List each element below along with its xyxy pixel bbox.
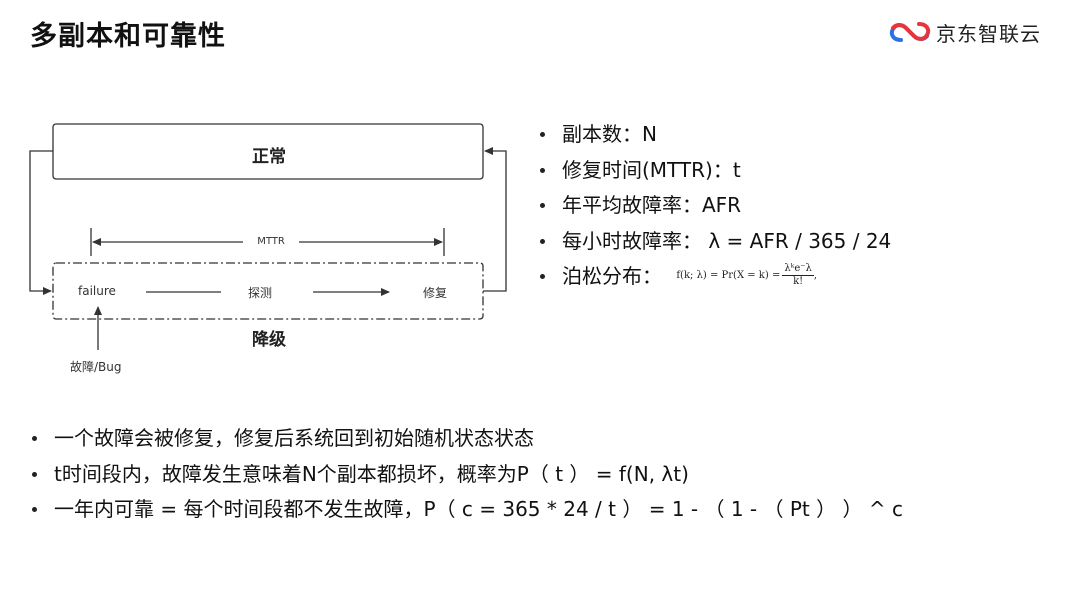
formula-trailing: , bbox=[813, 270, 818, 281]
bug-trigger-label: 故障/Bug bbox=[70, 360, 122, 374]
list-item: 年平均故障率：AFR bbox=[540, 188, 891, 224]
list-item-text: 泊松分布： bbox=[562, 264, 662, 288]
bullet-dot-icon bbox=[32, 436, 37, 441]
list-item-text: 一个故障会被修复，修复后系统回到初始随机状态状态 bbox=[54, 426, 534, 450]
list-item: 一个故障会被修复，修复后系统回到初始随机状态状态 bbox=[32, 421, 903, 457]
transition-degraded-to-normal bbox=[483, 147, 507, 292]
list-item: 每小时故障率： λ = AFR / 365 / 24 bbox=[540, 224, 891, 260]
parameter-list: 副本数：N 修复时间(MTTR)：t 年平均故障率：AFR 每小时故障率： λ … bbox=[540, 117, 891, 295]
list-item-text: t时间段内，故障发生意味着N个副本都损坏，概率为P（ t ） = f(N, λt… bbox=[54, 461, 689, 486]
mttr-label: MTTR bbox=[243, 236, 299, 247]
formula-lhs: f(k; λ) = Pr(X = k) = bbox=[676, 270, 781, 281]
bullet-dot-icon bbox=[540, 132, 545, 137]
list-item-text: 修复时间(MTTR)：t bbox=[562, 157, 741, 182]
reliability-notes-list: 一个故障会被修复，修复后系统回到初始随机状态状态 t时间段内，故障发生意味着N个… bbox=[32, 421, 903, 528]
bullet-dot-icon bbox=[540, 203, 545, 208]
list-item: t时间段内，故障发生意味着N个副本都损坏，概率为P（ t ） = f(N, λt… bbox=[32, 457, 903, 493]
bullet-dot-icon bbox=[540, 167, 545, 173]
list-item-text: 一年内可靠 = 每个时间段都不发生故障，P（ c = 365 * 24 / t … bbox=[54, 497, 903, 521]
formula-denominator: k! bbox=[793, 276, 804, 287]
formula-numerator: λᵏe⁻λ bbox=[782, 263, 814, 276]
list-item: 一年内可靠 = 每个时间段都不发生故障，P（ c = 365 * 24 / t … bbox=[32, 492, 903, 528]
repair-label: 修复 bbox=[423, 286, 448, 300]
list-item: 副本数：N bbox=[540, 117, 891, 153]
bullet-dot-icon bbox=[32, 471, 37, 477]
failure-label: failure bbox=[78, 284, 116, 298]
degraded-state-label: 降级 bbox=[252, 330, 286, 350]
list-item-text: 每小时故障率： λ = AFR / 365 / 24 bbox=[562, 228, 892, 253]
normal-state-label: 正常 bbox=[252, 147, 286, 167]
detect-label: 探测 bbox=[248, 286, 273, 300]
list-item-text: 副本数：N bbox=[562, 122, 657, 146]
list-item: 修复时间(MTTR)：t bbox=[540, 153, 891, 189]
transition-normal-to-degraded bbox=[29, 150, 53, 295]
bullet-dot-icon bbox=[32, 507, 37, 512]
cloud-logo-icon bbox=[889, 22, 931, 42]
brand-logo: 京东智联云 bbox=[887, 16, 1041, 48]
brand-name: 京东智联云 bbox=[936, 21, 1041, 46]
slide-title: 多副本和可靠性 bbox=[30, 21, 226, 52]
list-item-text: 年平均故障率：AFR bbox=[562, 193, 742, 217]
bullet-dot-icon bbox=[540, 238, 545, 244]
bullet-dot-icon bbox=[540, 274, 545, 279]
